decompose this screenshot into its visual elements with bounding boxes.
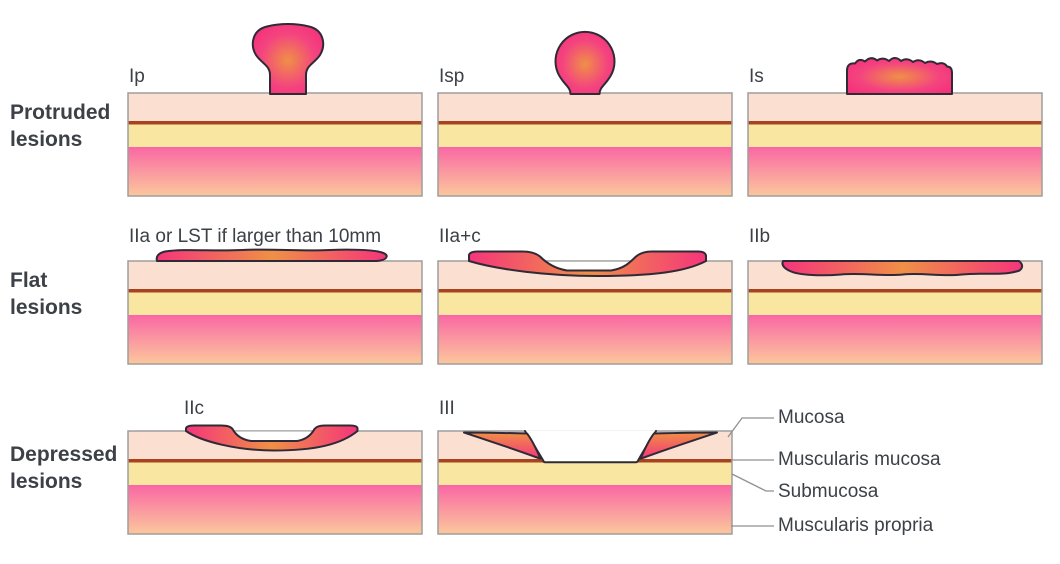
tissue-diagram-IIa bbox=[127, 248, 423, 365]
panel-label-III: III bbox=[439, 398, 455, 419]
submucosa-layer bbox=[438, 462, 732, 485]
panel-label-Ip: Ip bbox=[129, 66, 145, 87]
legend-label-muscularis-propria: Muscularis propria bbox=[778, 515, 934, 536]
tissue-diagram-III bbox=[437, 430, 733, 535]
submucosa-layer bbox=[748, 124, 1042, 147]
tissue-diagram-Isp bbox=[437, 30, 733, 197]
lesion-IIa-c-elevated-depressed bbox=[468, 250, 707, 277]
leader-line-mucosa bbox=[727, 417, 774, 438]
block-border bbox=[437, 260, 733, 365]
panel-label-IIa: IIa or LST if larger than 10mm bbox=[129, 226, 382, 247]
tissue-diagram-IIc bbox=[127, 424, 423, 535]
muscularis-mucosa-layer bbox=[438, 121, 732, 125]
muscularis-mucosa-layer bbox=[748, 289, 1042, 293]
muscularis-mucosa-layer bbox=[438, 289, 732, 293]
tissue-diagram-IIa-c bbox=[437, 250, 733, 365]
lesion-Is-sessile bbox=[846, 57, 953, 95]
submucosa-layer bbox=[438, 124, 732, 147]
muscularis-propria-layer bbox=[128, 315, 422, 364]
muscularis-propria-layer bbox=[748, 147, 1042, 196]
muscularis-propria-layer bbox=[748, 315, 1042, 364]
submucosa-layer bbox=[128, 462, 422, 485]
lesion-Ip-pedunculated bbox=[251, 23, 325, 95]
panel-label-IIc: IIc bbox=[184, 398, 205, 419]
submucosa-layer bbox=[128, 124, 422, 147]
submucosa-layer bbox=[438, 292, 732, 315]
muscularis-propria-layer bbox=[438, 485, 732, 534]
muscularis-mucosa-layer bbox=[128, 459, 422, 463]
lesion-IIc-depressed bbox=[185, 424, 359, 452]
muscularis-propria-layer bbox=[438, 315, 732, 364]
depression-cavity bbox=[234, 431, 315, 441]
block-border bbox=[127, 430, 423, 535]
panel-label-IIb: IIb bbox=[749, 226, 771, 247]
excavation-cavity bbox=[525, 430, 656, 463]
muscularis-mucosa-layer bbox=[748, 121, 1042, 125]
submucosa-layer bbox=[128, 292, 422, 315]
panel-label-IIa-c: IIa+c bbox=[439, 226, 481, 247]
muscularis-propria-layer bbox=[438, 147, 732, 196]
lesion-IIb-flat bbox=[781, 260, 1024, 277]
depression-cavity bbox=[539, 261, 640, 271]
legend-leader-lines bbox=[727, 417, 774, 527]
mucosa-layer bbox=[748, 93, 1042, 121]
muscularis-propria-layer bbox=[128, 485, 422, 534]
lesion-IIa-flat-elevated bbox=[155, 248, 388, 262]
mucosa-layer bbox=[128, 261, 422, 289]
muscularis-mucosa-layer bbox=[128, 121, 422, 125]
panel-label-Is: Is bbox=[749, 66, 764, 87]
submucosa-layer bbox=[748, 292, 1042, 315]
lesion-III-right-wedge bbox=[639, 431, 718, 460]
lesion-Isp-subpedunculated bbox=[554, 30, 616, 95]
legend-label-mucosa: Mucosa bbox=[778, 407, 845, 428]
leader-line-submucosa bbox=[731, 473, 774, 492]
tissue-diagram-IIb bbox=[747, 260, 1043, 365]
mucosa-layer bbox=[128, 93, 422, 121]
legend-label-submucosa: Submucosa bbox=[778, 481, 879, 502]
tissue-diagram-Ip bbox=[127, 23, 423, 197]
muscularis-propria-layer bbox=[128, 147, 422, 196]
panel-label-Isp: Isp bbox=[439, 66, 465, 87]
legend-label-muscularis-mucosa: Muscularis mucosa bbox=[778, 449, 941, 470]
muscularis-mucosa-layer bbox=[128, 289, 422, 293]
mucosa-layer bbox=[438, 93, 732, 121]
lesion-III-left-wedge bbox=[463, 431, 542, 460]
tissue-diagram-Is bbox=[747, 57, 1043, 197]
